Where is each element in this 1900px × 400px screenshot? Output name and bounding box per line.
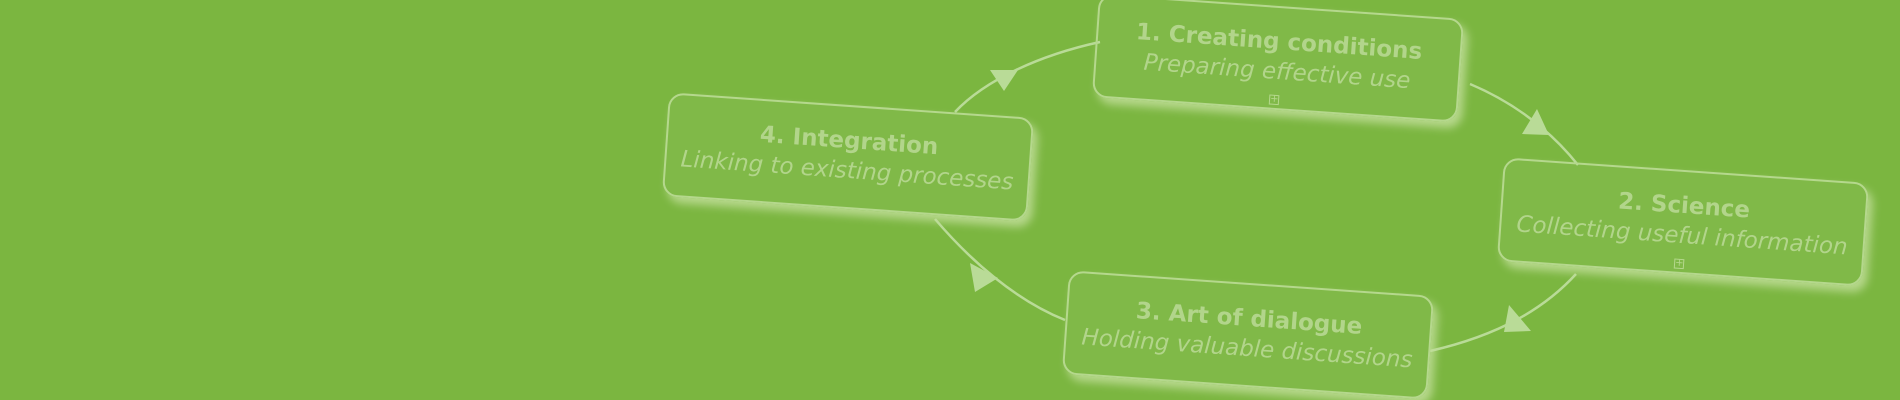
connector-3-to-4 (934, 218, 1066, 322)
expand-icon[interactable]: + (1673, 257, 1685, 270)
arrow-1-to-2 (1522, 109, 1549, 135)
arrow-4-to-1 (990, 70, 1018, 91)
arrow-3-to-4 (970, 263, 998, 292)
connector-4-to-1 (954, 40, 1101, 113)
connector-2-to-3 (1429, 273, 1577, 353)
expand-icon[interactable]: + (1268, 93, 1280, 106)
connector-1-to-2 (1469, 82, 1579, 166)
arrow-2-to-3 (1504, 305, 1531, 332)
